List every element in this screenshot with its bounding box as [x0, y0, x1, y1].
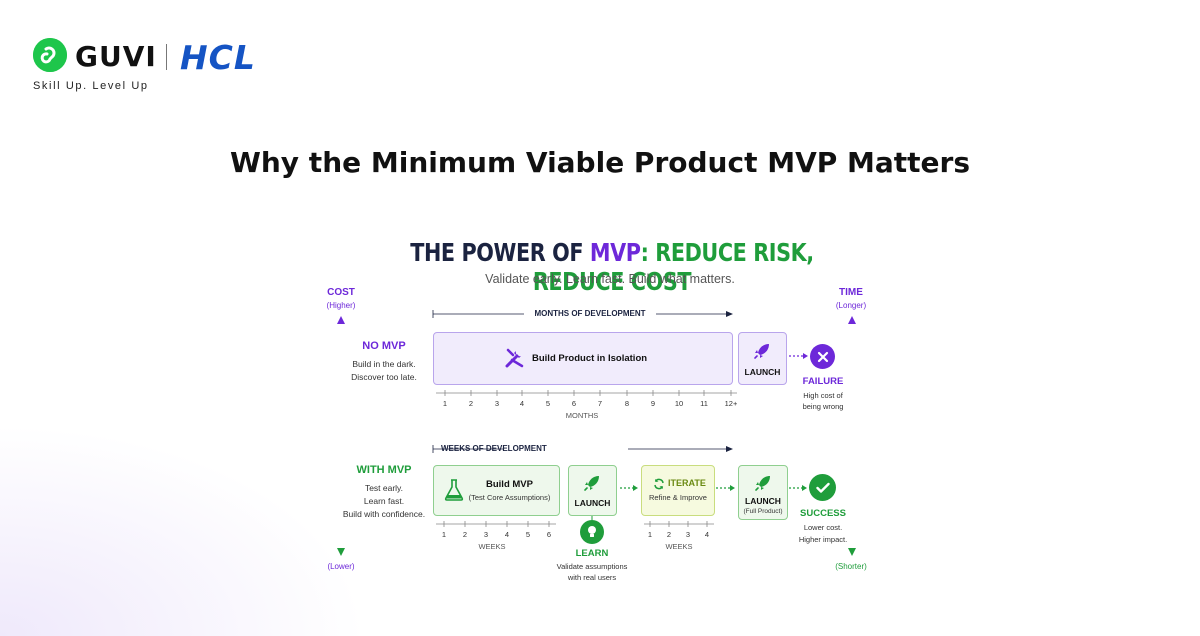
cost-axis-label: COST [327, 287, 355, 298]
week-tick: 6 [546, 530, 552, 539]
infographic-title: THE POWER OF MVP: REDUCE RISK, REDUCE CO… [410, 238, 814, 296]
month-tick: 11 [700, 399, 708, 408]
no-mvp-heading: NO MVP [362, 340, 406, 352]
week-tick: 2 [462, 530, 468, 539]
week-tick: 4 [504, 530, 510, 539]
with-mvp-desc: Test early. Learn fast. Build with confi… [342, 483, 426, 519]
success-desc: Lower cost. Higher impact. [798, 523, 848, 544]
months-span-label: MONTHS OF DEVELOPMENT [534, 309, 646, 318]
no-mvp-launch-label: LAUNCH [744, 367, 781, 377]
rocket-icon [753, 473, 773, 498]
no-mvp-desc: Build in the dark. Discover too late. [351, 359, 417, 382]
full-launch-box: LAUNCH (Full Product) [738, 465, 788, 520]
week-tick: 5 [525, 530, 531, 539]
week-tick: 2 [666, 530, 672, 539]
cost-axis-top: (Higher) [326, 301, 356, 310]
failure-label: FAILURE [802, 376, 844, 387]
learn-desc: Validate assumptions with real users [556, 562, 628, 582]
title-reduce: : REDUCE RISK, REDUCE COST [532, 238, 814, 296]
learn-label: LEARN [575, 548, 609, 559]
guvi-logo-icon [33, 38, 67, 72]
iterate-label: ITERATE [668, 478, 706, 488]
guvi-brand: GUVI [75, 40, 157, 73]
month-tick: 1 [442, 399, 448, 408]
iterate-sub: Refine & Improve [649, 493, 707, 502]
header-divider [166, 44, 167, 70]
build-mvp-sub: (Test Core Assumptions) [468, 493, 551, 502]
cost-axis-bottom: (Lower) [327, 562, 355, 571]
month-tick: 6 [571, 399, 577, 408]
success-label: SUCCESS [800, 508, 846, 519]
infographic-subtitle: Validate early. Learn fast. Build what m… [485, 272, 735, 286]
title-mvp: MVP [589, 238, 641, 267]
iterate-box: ITERATE Refine & Improve [641, 465, 715, 516]
build-mvp-label: Build MVP [486, 479, 533, 490]
week-tick: 3 [685, 530, 691, 539]
build-in-isolation-box: Build Product in Isolation [433, 332, 733, 385]
success-check-icon [809, 474, 836, 501]
weeks-unit-b: WEEKS [665, 542, 693, 551]
week-tick: 1 [647, 530, 653, 539]
no-mvp-launch-box: LAUNCH [738, 332, 787, 385]
week-tick: 4 [704, 530, 710, 539]
failure-desc: High cost of being wrong [802, 391, 844, 411]
mvp-launch-box: LAUNCH [568, 465, 617, 516]
build-mvp-box: Build MVP (Test Core Assumptions) [433, 465, 560, 516]
build-in-isolation-label: Build Product in Isolation [532, 353, 648, 364]
month-tick: 2 [468, 399, 474, 408]
time-axis-label: TIME [839, 287, 863, 298]
flask-icon [444, 478, 464, 507]
month-tick: 7 [597, 399, 603, 408]
rocket-icon [752, 341, 772, 366]
rocket-icon [582, 473, 602, 498]
tagline: Skill Up. Level Up [33, 80, 149, 92]
refresh-icon [653, 477, 665, 495]
month-tick: 12+ [724, 399, 738, 408]
time-axis-bottom: (Shorter) [835, 562, 867, 571]
month-tick: 8 [624, 399, 630, 408]
month-tick: 3 [494, 399, 500, 408]
week-tick: 1 [441, 530, 447, 539]
infographic-lines [337, 310, 856, 556]
weeks-span-label: WEEKS OF DEVELOPMENT [441, 444, 547, 453]
time-axis-top: (Longer) [835, 301, 867, 310]
failure-x-icon [810, 344, 835, 369]
month-tick: 9 [650, 399, 656, 408]
lightbulb-icon [580, 520, 604, 544]
full-launch-sub: (Full Product) [743, 508, 783, 515]
with-mvp-heading: WITH MVP [356, 464, 412, 476]
month-tick: 5 [545, 399, 551, 408]
full-launch-label: LAUNCH [745, 496, 781, 506]
weeks-unit-a: WEEKS [478, 542, 506, 551]
mvp-infographic: THE POWER OF MVP: REDUCE RISK, REDUCE CO… [312, 230, 892, 590]
week-tick: 3 [483, 530, 489, 539]
tools-icon [504, 347, 526, 374]
month-tick: 4 [519, 399, 525, 408]
mvp-launch-label: LAUNCH [574, 498, 611, 508]
page-title: Why the Minimum Viable Product MVP Matte… [229, 146, 971, 179]
months-unit: MONTHS [565, 411, 599, 420]
month-tick: 10 [674, 399, 684, 408]
hcl-brand: HCL [180, 38, 256, 77]
